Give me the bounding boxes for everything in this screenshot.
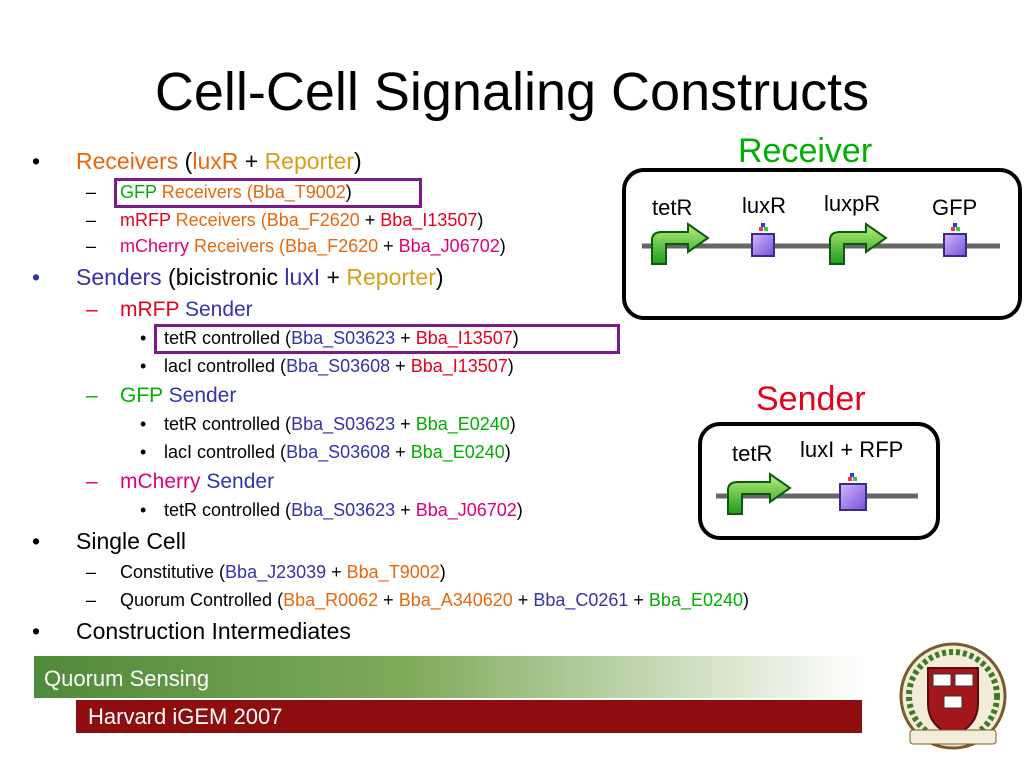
gene-label: luxI + RFP — [800, 437, 904, 462]
gene-label: tetR — [652, 195, 693, 220]
item-construction-intermediates: Construction Intermediates — [76, 618, 351, 644]
bullet-dot: • — [140, 414, 147, 434]
bullet-dot: • — [140, 500, 147, 520]
item-single-cell: Single Cell — [76, 528, 186, 554]
part-box-icon — [751, 223, 775, 257]
bullet-dot: • — [32, 618, 41, 644]
bullet-dot: • — [140, 328, 147, 348]
item-mrfp-receivers: mRFP Receivers (Bba_F2620 + Bba_I13507) — [120, 210, 484, 230]
bullet-dash: – — [86, 210, 97, 230]
promoter-arrow-icon — [829, 222, 888, 265]
highlight-box-gfp-receivers — [114, 178, 422, 208]
item-mrfp-laci: lacI controlled (Bba_S03608 + Bba_I13507… — [164, 356, 514, 376]
bullet-dash: – — [86, 298, 98, 321]
item-gfp-laci: lacI controlled (Bba_S03608 + Bba_E0240) — [164, 442, 511, 462]
sender-label: Sender — [756, 380, 866, 418]
part-box-icon — [943, 223, 967, 257]
bullet-dot: • — [140, 356, 147, 376]
slide-title: Cell-Cell Signaling Constructs — [154, 62, 870, 122]
receiver-label: Receiver — [738, 132, 873, 170]
bullet-dot: • — [32, 264, 41, 290]
bullet-dash: – — [86, 562, 97, 582]
item-mcherry-sender: mCherry Sender — [120, 470, 275, 493]
footer-green-band — [34, 656, 864, 698]
bullet-dot: • — [32, 528, 41, 554]
bullet-dash: – — [86, 470, 98, 493]
item-constitutive: Constitutive (Bba_J23039 + Bba_T9002) — [120, 562, 446, 582]
item-senders: Senders (bicistronic luxI + Reporter) — [76, 264, 444, 290]
item-gfp-tetr: tetR controlled (Bba_S03623 + Bba_E0240) — [164, 414, 516, 434]
footer-red-band — [76, 700, 862, 733]
item-mrfp-tetr: tetR controlled (Bba_S03623 + Bba_I13507… — [164, 328, 519, 348]
bullet-dash: – — [86, 182, 97, 202]
item-mcherry-receivers: mCherry Receivers (Bba_F2620 + Bba_J0670… — [120, 236, 506, 256]
promoter-arrow-icon — [651, 222, 710, 265]
promoter-arrow-icon — [727, 472, 792, 515]
item-mrfp-sender: mRFP Sender — [120, 298, 253, 321]
gene-label: luxR — [742, 193, 787, 218]
part-box-icon — [839, 473, 867, 511]
gene-label: GFP — [932, 195, 978, 220]
bullet-dot: • — [32, 148, 41, 174]
receiver-construct-diagram — [642, 222, 1000, 265]
harvard-seal-logo — [899, 642, 1007, 750]
item-gfp-receivers: GFP Receivers (Bba_T9002) — [120, 182, 352, 202]
highlight-box-mrfp-tetr — [154, 324, 620, 354]
gene-label: luxpR — [824, 191, 881, 216]
bullet-dash: – — [86, 384, 98, 407]
item-gfp-sender: GFP Sender — [120, 384, 237, 407]
bullet-dot: • — [140, 442, 147, 462]
item-quorum-controlled: Quorum Controlled (Bba_R0062 + Bba_A3406… — [120, 590, 750, 610]
footer-team: Harvard iGEM 2007 — [88, 704, 283, 729]
item-receivers: Receivers (luxR + Reporter) — [76, 148, 362, 174]
item-mcherry-tetr: tetR controlled (Bba_S03623 + Bba_J06702… — [164, 500, 523, 520]
bullet-dash: – — [86, 590, 97, 610]
bullet-dash: – — [86, 236, 97, 256]
footer-course-title: Quorum Sensing — [44, 666, 210, 691]
gene-label: tetR — [732, 441, 773, 466]
sender-construct-diagram — [716, 472, 918, 515]
